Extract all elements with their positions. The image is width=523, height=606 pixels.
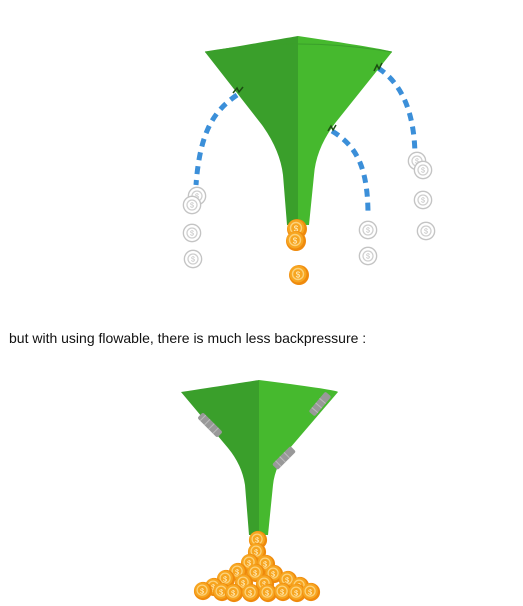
dollar-coin-icon [285,230,307,252]
flowable-funnel-illustration: $ [181,380,338,603]
dollar-coin-icon [241,583,261,603]
valve-icon [309,392,331,416]
spill-path-middle [330,128,371,216]
valves [198,392,331,470]
spill-path-right [376,65,418,159]
spilled-coins-middle [358,220,378,266]
gray-dollar-coin-icon [416,221,436,241]
valve-icon [198,413,222,437]
dollar-coin-icon [301,582,321,602]
gray-dollar-coin-icon [358,246,378,266]
caption-text: but with using flowable, there is much l… [9,330,367,346]
dollar-coin-icon [193,581,213,601]
gold-coins-output [285,218,310,286]
spill-paths [193,65,418,216]
gold-coin-pile [193,530,321,603]
valve-icon [272,446,296,470]
overflow-funnel-illustration: $ $ [182,36,436,286]
gray-dollar-coin-icon [183,249,203,269]
flowable-funnel-figure: $ [0,370,523,606]
overflow-funnel-figure: $ $ [182,36,436,286]
crack-marks [232,62,383,132]
gray-dollar-coin-icon [182,223,202,243]
spilled-coins-right [407,151,436,241]
funnel-icon [204,36,393,225]
gray-dollar-coin-icon [182,195,202,215]
spilled-coins-left [182,186,207,269]
gray-dollar-coin-icon [358,220,378,240]
dollar-coin-icon [288,264,310,286]
dollar-coin-icon [224,583,244,603]
gray-dollar-coin-icon [413,190,433,210]
gray-dollar-coin-icon [413,160,433,180]
funnel-icon [181,380,338,535]
spill-path-left [193,92,239,186]
